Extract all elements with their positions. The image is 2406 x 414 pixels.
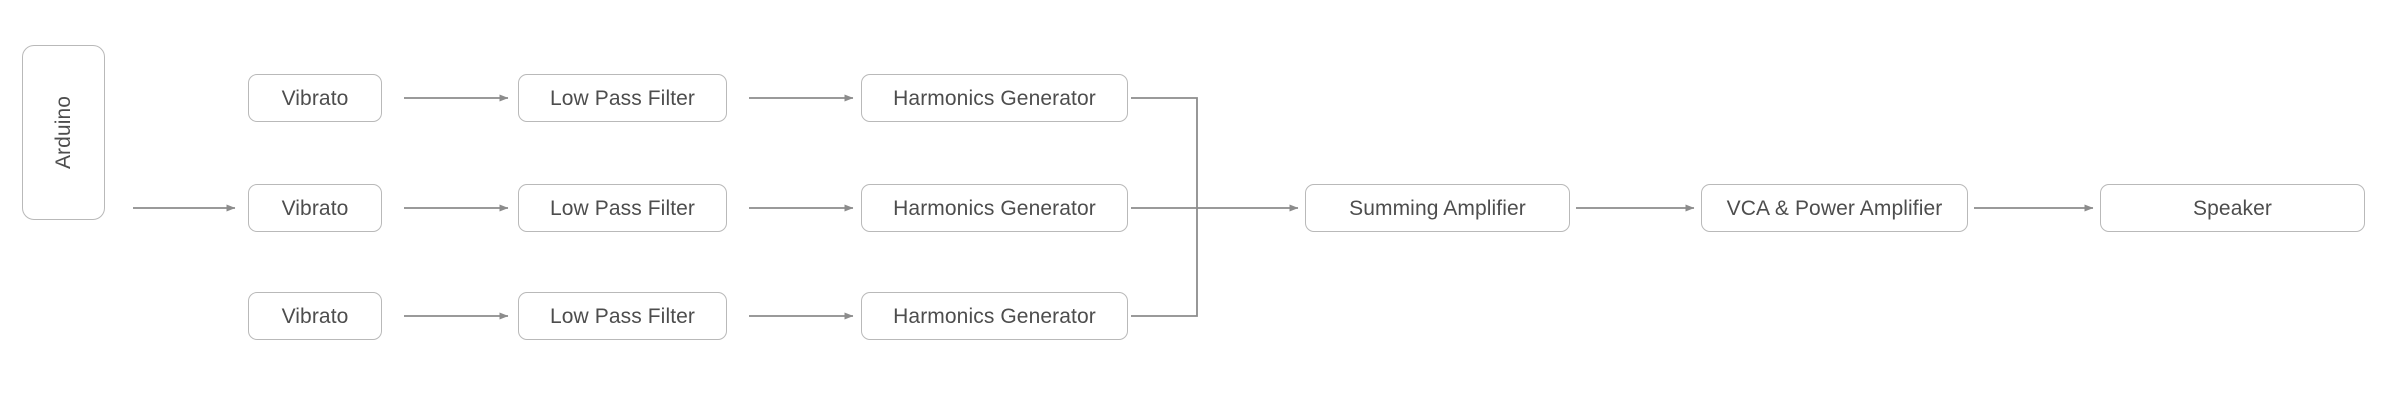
node-vibrato-1-label: Vibrato (281, 86, 349, 110)
node-low-pass-filter-2-label: Low Pass Filter (549, 196, 696, 220)
node-harmonics-generator-3-label: Harmonics Generator (893, 304, 1096, 328)
node-summing-amplifier-label: Summing Amplifier (1349, 196, 1526, 220)
node-low-pass-filter-1[interactable]: Low Pass Filter (518, 74, 727, 122)
node-arduino-label: Arduino (52, 95, 75, 170)
connector-ch3-harmonics-to-bus (1131, 208, 1198, 317)
node-low-pass-filter-2[interactable]: Low Pass Filter (518, 184, 727, 232)
node-low-pass-filter-3-label: Low Pass Filter (549, 304, 696, 328)
connector-ch1-harmonics-to-bus (1131, 97, 1198, 208)
node-harmonics-generator-3[interactable]: Harmonics Generator (861, 292, 1128, 340)
node-low-pass-filter-3[interactable]: Low Pass Filter (518, 292, 727, 340)
node-vca-power-amplifier[interactable]: VCA & Power Amplifier (1701, 184, 1968, 232)
node-summing-amplifier[interactable]: Summing Amplifier (1305, 184, 1570, 232)
node-arduino[interactable]: Arduino (22, 45, 105, 220)
node-harmonics-generator-2-label: Harmonics Generator (893, 196, 1096, 220)
node-vibrato-2-label: Vibrato (281, 196, 349, 220)
node-vibrato-3-label: Vibrato (281, 304, 349, 328)
node-vibrato-3[interactable]: Vibrato (248, 292, 382, 340)
node-vibrato-1[interactable]: Vibrato (248, 74, 382, 122)
node-speaker[interactable]: Speaker (2100, 184, 2365, 232)
node-harmonics-generator-1[interactable]: Harmonics Generator (861, 74, 1128, 122)
node-harmonics-generator-1-label: Harmonics Generator (893, 86, 1096, 110)
node-low-pass-filter-1-label: Low Pass Filter (549, 86, 696, 110)
node-vca-power-amplifier-label: VCA & Power Amplifier (1726, 196, 1943, 220)
node-harmonics-generator-2[interactable]: Harmonics Generator (861, 184, 1128, 232)
node-speaker-label: Speaker (2193, 196, 2272, 220)
node-vibrato-2[interactable]: Vibrato (248, 184, 382, 232)
